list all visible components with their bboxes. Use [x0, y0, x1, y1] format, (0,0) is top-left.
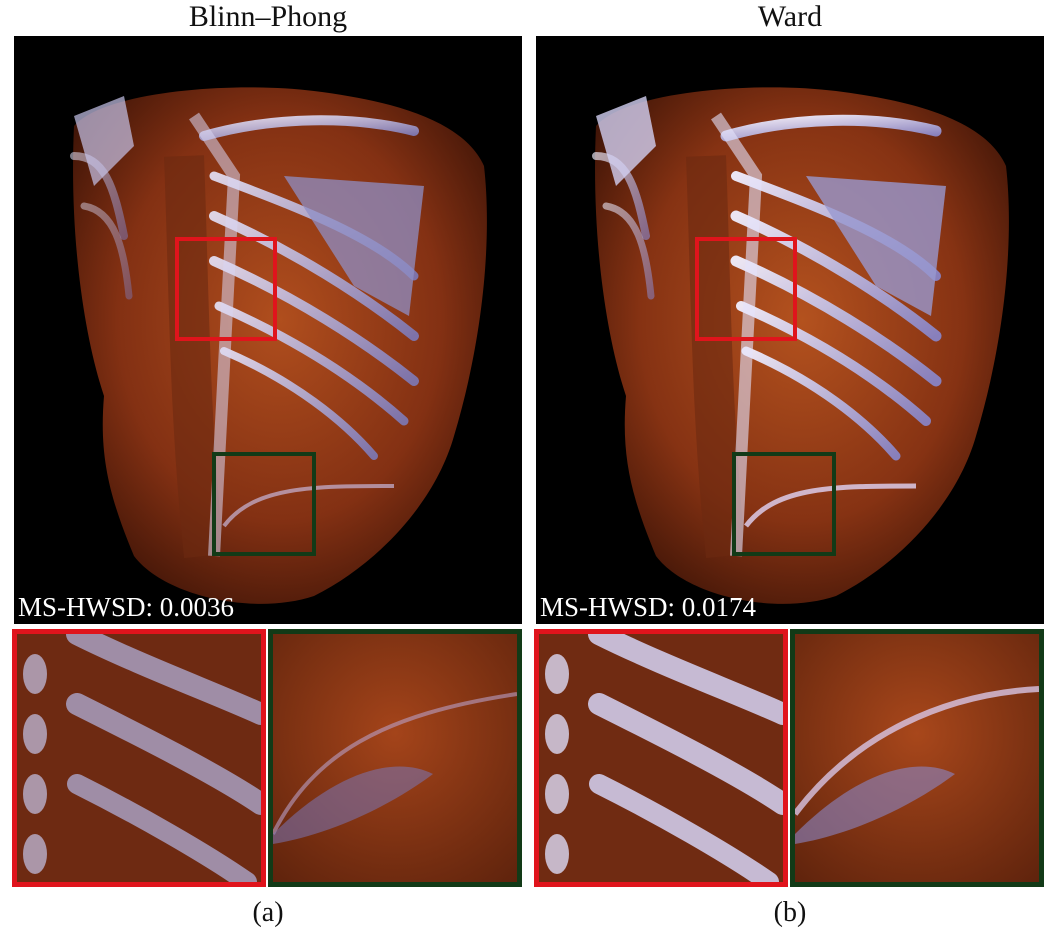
panel-a-red-roi [175, 237, 277, 341]
panel-b-red-zoom [534, 629, 788, 887]
panel-b-metric: MS-HWSD: 0.0174 [540, 592, 757, 622]
panel-a-green-roi [212, 452, 316, 556]
panel-a-render: MS-HWSD: 0.0036 [14, 36, 522, 624]
panel-b-green-roi [732, 452, 836, 556]
panel-b-caption: (b) [773, 897, 807, 928]
panel-a-title: Blinn–Phong [188, 0, 348, 33]
panel-b-title: Ward [757, 0, 823, 33]
panel-b-red-roi [695, 237, 797, 341]
panel-b-render: MS-HWSD: 0.0174 [536, 36, 1044, 624]
panel-b-green-zoom [790, 629, 1044, 887]
panel-a-metric: MS-HWSD: 0.0036 [18, 592, 235, 622]
panel-a-red-zoom [12, 629, 266, 887]
panel-a-green-zoom [268, 629, 522, 887]
panel-a-torso-image [70, 87, 487, 604]
panel-b-torso-image [592, 87, 1009, 604]
panel-a-caption: (a) [252, 897, 284, 928]
